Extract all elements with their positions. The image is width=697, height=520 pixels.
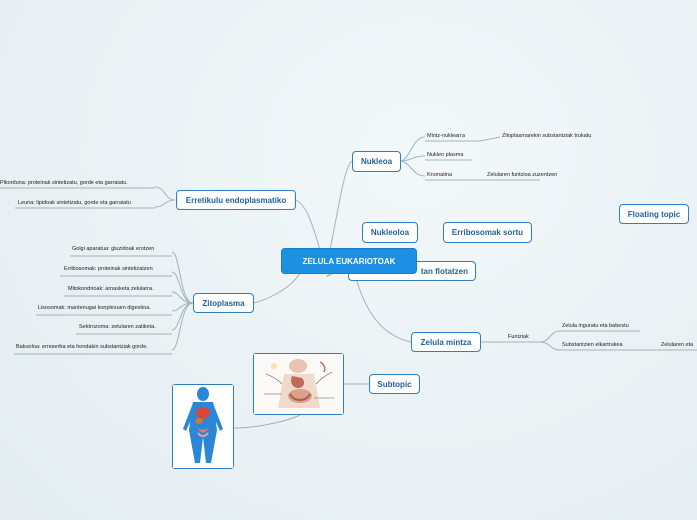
central-topic-overlay: ZELULA EUKARIOTOAK	[281, 248, 417, 274]
topic-nukleoloa-label: Nukleoloa	[370, 228, 410, 237]
leaf-leuna[interactable]: Leuna: lipidoak sintetizatu, gorde eta g…	[18, 200, 131, 206]
topic-erretikulu-label: Erretikulu endoplasmatiko	[185, 195, 287, 205]
topic-nukleoa[interactable]: Nukleoa	[352, 151, 401, 172]
topic-erretikulu[interactable]: Erretikulu endoplasmatiko	[176, 190, 296, 210]
central-topic-overlay-label: ZELULA EUKARIOTOAK	[302, 256, 396, 266]
leaf-substantzien[interactable]: Substantzien elkartrukea	[562, 342, 623, 348]
topic-subtopic-label: Subtopic	[377, 379, 412, 389]
leaf-mitokondrioak[interactable]: Mitokondrioak: arnasketa zelularra.	[68, 286, 154, 292]
leaf-zelula-inguratu[interactable]: Zelula inguratu eta babestu	[562, 323, 629, 329]
leaf-erribosomak[interactable]: Erribosomak: proteinak sintetizatzen	[64, 266, 153, 272]
leaf-mintz-nuklearra[interactable]: Mintz-nuklearra	[427, 133, 465, 139]
leaf-lisosomak[interactable]: Lisosomak: mantenugai konplexuen digesti…	[38, 305, 151, 311]
topic-erribosomak[interactable]: Erribosomak sortu	[443, 222, 532, 243]
floating-topic-label: Floating topic	[627, 209, 681, 219]
topic-nukleoloa[interactable]: Nukleoloa	[362, 222, 418, 243]
leaf-bakuoloa[interactable]: Bakuoloa: erreserba eta hondakin substan…	[16, 344, 148, 350]
leaf-nukleo-plasma[interactable]: Nukleo plasma	[427, 152, 464, 158]
topic-subtopic[interactable]: Subtopic	[369, 374, 420, 394]
leaf-zelularen-eta[interactable]: Zelularen eta	[661, 342, 694, 348]
leaf-zitoplasmarekin[interactable]: Zitoplasmarekin substantziak trukatu	[502, 133, 592, 139]
topic-zelula-mintza[interactable]: Zelula mintza	[411, 332, 481, 352]
floating-topic[interactable]: Floating topic	[619, 204, 689, 224]
leaf-golgi[interactable]: Golgi aparatua: gluzidoak erotzen	[72, 246, 155, 252]
leaf-funtziak[interactable]: Funtziak	[508, 334, 529, 340]
digestive-system-image[interactable]	[253, 353, 344, 415]
topic-zitoplasma-label: Zitoplasma	[202, 298, 245, 308]
leaf-sektrozoma[interactable]: Sektrozoma: zelularen zatiketa.	[79, 324, 156, 330]
topic-zitoplasma[interactable]: Zitoplasma	[193, 293, 254, 313]
topic-zelula-mintza-label: Zelula mintza	[420, 337, 472, 347]
leaf-kromatina[interactable]: Kromatina	[427, 172, 453, 178]
body-organs-image[interactable]	[172, 384, 234, 469]
body-organs-icon	[173, 385, 233, 468]
topic-erribosomak-label: Erribosomak sortu	[451, 228, 524, 237]
leaf-pikorduna[interactable]: Pikorduna: proteinak sintetizatu, gorde …	[0, 180, 128, 186]
topic-flotatzen-label: tan flotatzen	[420, 266, 468, 276]
digestive-system-icon	[254, 354, 343, 414]
topic-nukleoa-label: Nukleoa	[360, 157, 393, 166]
leaf-zelularen-funtzioa[interactable]: Zelularen funtzioa zuzentzen	[487, 172, 558, 178]
